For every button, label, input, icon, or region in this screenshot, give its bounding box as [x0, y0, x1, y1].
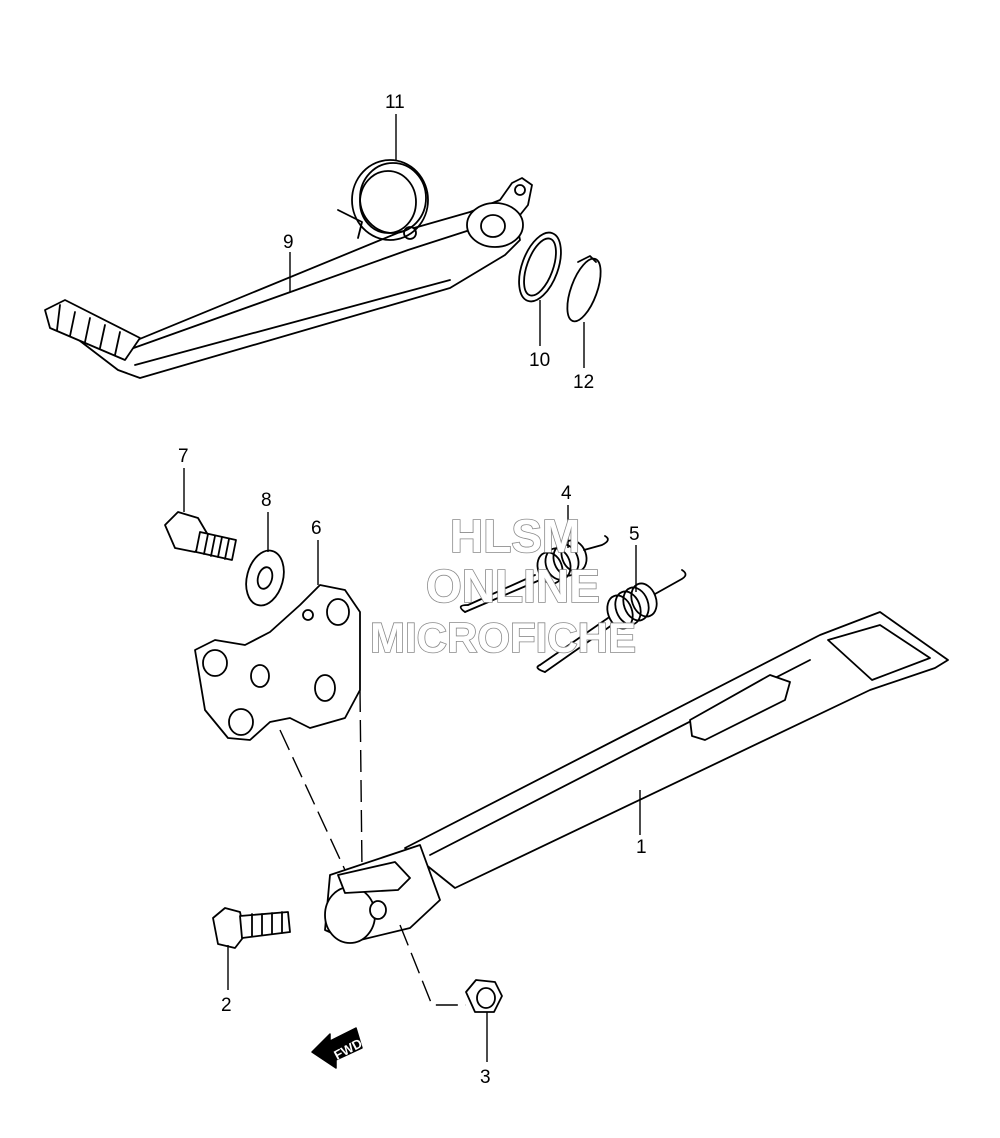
- stand-bracket: [194, 584, 361, 741]
- washer-8: [245, 549, 285, 607]
- nut: [465, 979, 503, 1013]
- brake-pedal-spring: [337, 159, 429, 241]
- watermark-line-2: ONLINE: [426, 560, 600, 612]
- part-label-8: 8: [261, 490, 272, 511]
- part-label-3: 3: [480, 1067, 491, 1088]
- pedal-tread-pad: [44, 299, 141, 361]
- side-stand: [324, 611, 949, 944]
- part-label-11: 11: [385, 92, 405, 113]
- part-label-1: 1: [636, 837, 647, 858]
- washer-ring: [518, 231, 562, 303]
- part-label-5: 5: [629, 524, 640, 545]
- brake-pedal: [44, 177, 533, 379]
- assembly-line-bracket-left: [279, 729, 346, 871]
- stand-spring-5: [536, 569, 687, 673]
- part-label-6: 6: [311, 518, 322, 539]
- e-clip: [566, 255, 602, 323]
- part-label-9: 9: [283, 232, 294, 253]
- watermark: HLSM ONLINE MICROFICHE: [369, 509, 637, 662]
- assembly-line-nut: [399, 924, 466, 1006]
- assembly-line-bracket-right: [359, 689, 363, 871]
- forward-arrow-icon: FWD: [311, 1027, 365, 1069]
- bolt-7: [164, 511, 237, 561]
- watermark-line-1: HLSM: [450, 510, 580, 562]
- part-label-7: 7: [178, 446, 189, 467]
- stand-spring-4: [459, 535, 609, 613]
- part-label-10: 10: [529, 350, 550, 371]
- part-label-2: 2: [221, 995, 232, 1016]
- pivot-bolt: [212, 907, 291, 949]
- part-label-12: 12: [573, 372, 594, 393]
- watermark-line-3: MICROFICHE: [370, 614, 636, 661]
- part-label-4: 4: [561, 483, 572, 504]
